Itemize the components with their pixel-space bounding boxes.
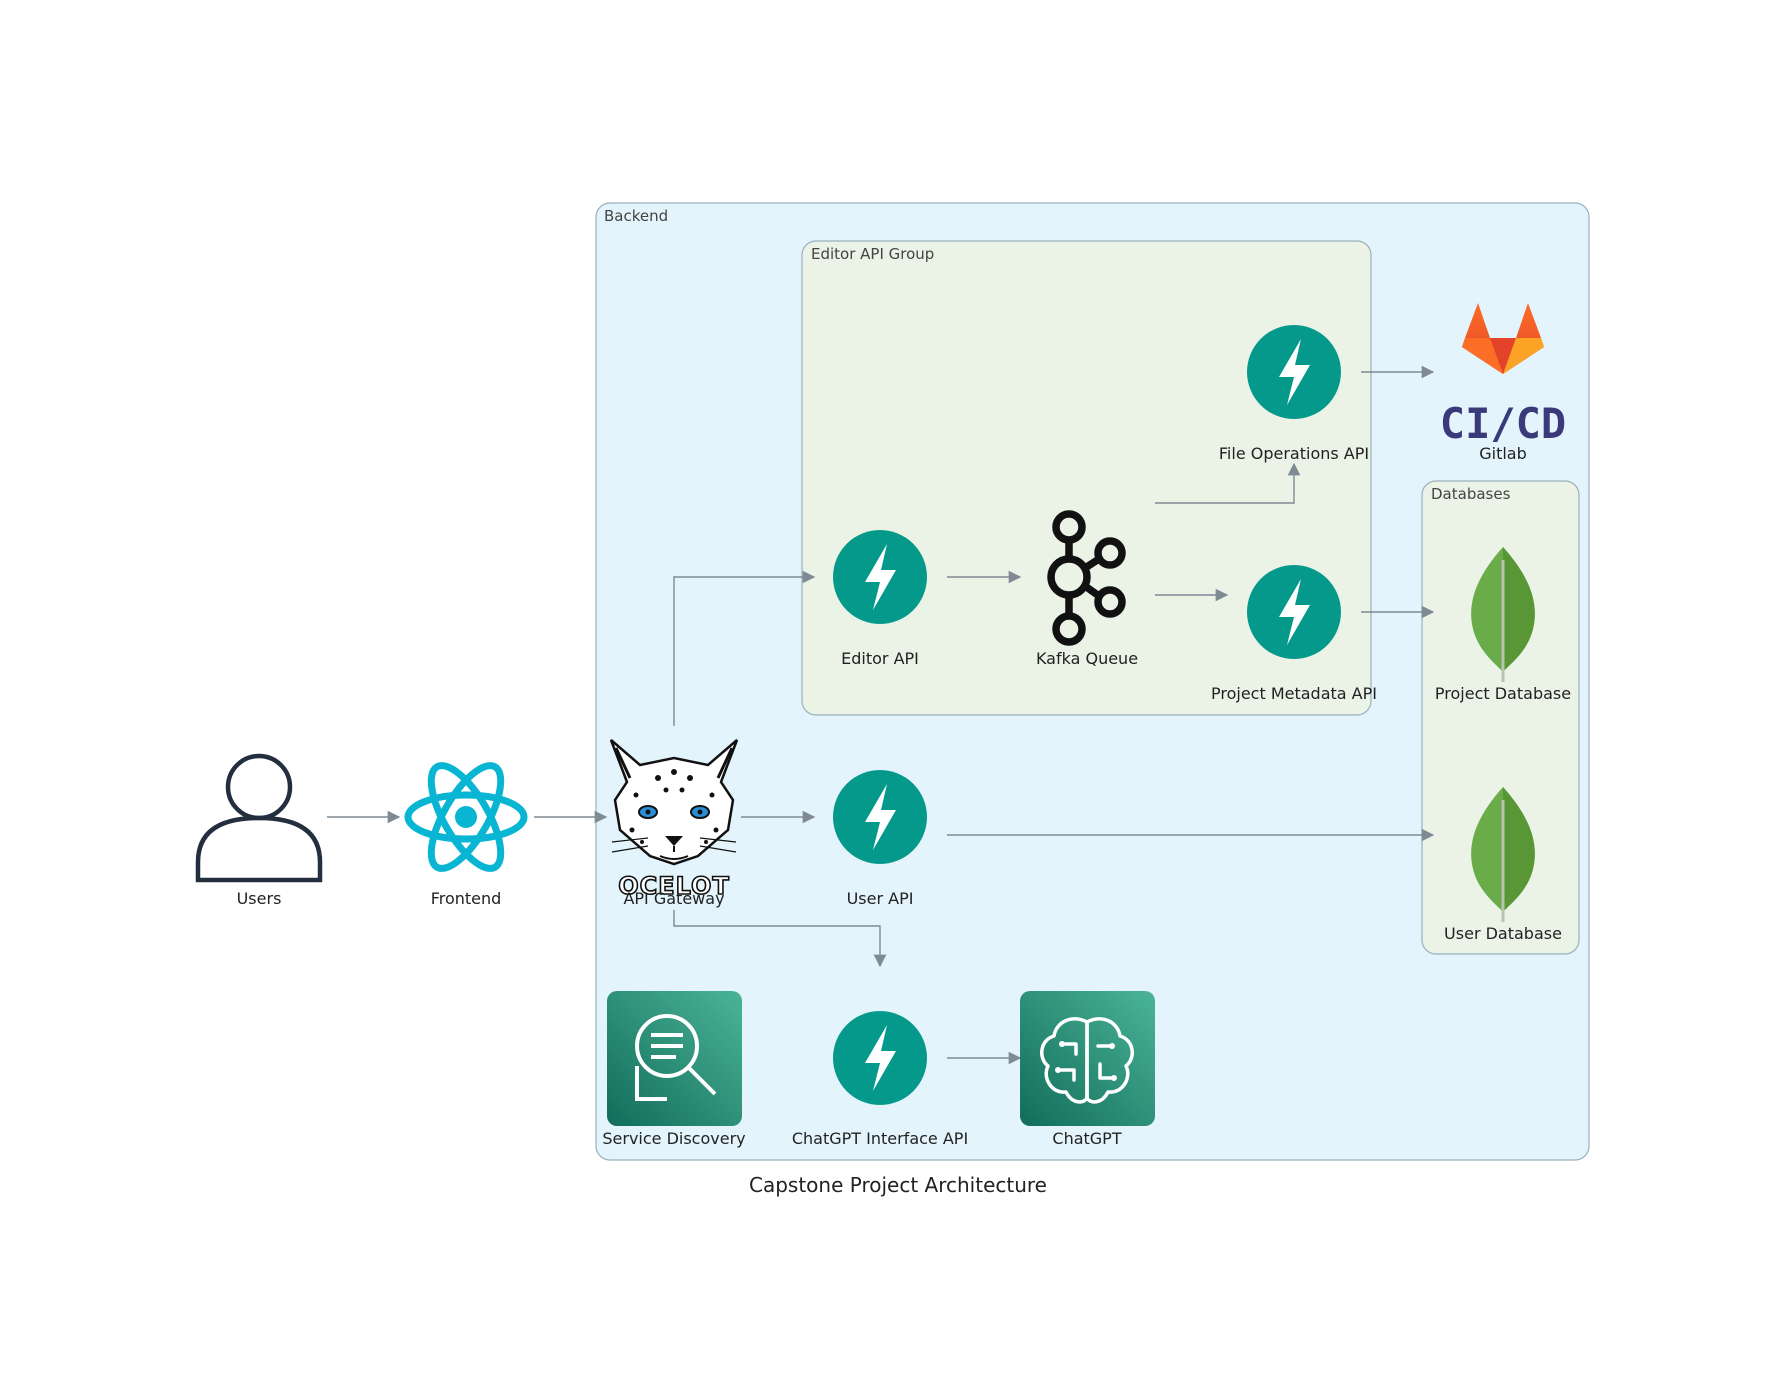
node-user-api-label: User API	[847, 889, 914, 908]
node-chatgpt-interface-api: ChatGPT Interface API	[792, 1011, 968, 1148]
node-project-metadata-api: Project Metadata API	[1211, 565, 1377, 703]
ocelot-icon	[609, 739, 739, 866]
node-editor-api-label: Editor API	[841, 649, 919, 668]
react-icon	[404, 762, 528, 872]
node-users: Users	[195, 753, 323, 908]
cluster-databases-label: Databases	[1431, 485, 1511, 503]
fastapi-icon	[833, 530, 927, 624]
node-gateway: OCELOT API Gateway	[609, 739, 739, 908]
node-project-metadata-api-label: Project Metadata API	[1211, 684, 1377, 703]
node-frontend-label: Frontend	[431, 889, 502, 908]
node-gitlab-label: Gitlab	[1479, 444, 1527, 463]
node-kafka-queue: Kafka Queue	[1036, 510, 1138, 668]
diagram-title: Capstone Project Architecture	[749, 1173, 1047, 1197]
edge-kafka-file-ops	[1155, 462, 1301, 504]
cluster-editor-api-group-label: Editor API Group	[811, 245, 934, 263]
cluster-editor-api-group-box	[801, 240, 1372, 716]
node-service-discovery-label: Service Discovery	[602, 1129, 745, 1148]
edge-gateway-editor-api	[673, 570, 816, 726]
node-user-database-label: User Database	[1444, 924, 1562, 943]
node-frontend: Frontend	[404, 762, 528, 908]
node-chatgpt: ChatGPT	[1020, 991, 1155, 1148]
node-user-api: User API	[833, 770, 927, 908]
node-chatgpt-interface-api-label: ChatGPT Interface API	[792, 1129, 968, 1148]
cicd-logo-text: CI/CD	[1440, 399, 1566, 448]
edges	[327, 365, 1435, 1065]
node-chatgpt-label: ChatGPT	[1052, 1129, 1121, 1148]
node-service-discovery: Service Discovery	[602, 991, 746, 1148]
node-user-database: User Database	[1444, 787, 1562, 943]
node-file-operations-api-label: File Operations API	[1219, 444, 1369, 463]
ocelot-logo-text: OCELOT	[618, 872, 730, 900]
user-icon	[195, 753, 323, 883]
kafka-icon	[1047, 510, 1126, 646]
mongodb-icon	[1471, 547, 1535, 682]
node-project-database: Project Database	[1435, 547, 1571, 703]
cluster-databases: Databases	[1421, 480, 1580, 955]
node-file-operations-api: File Operations API	[1219, 325, 1369, 463]
service-discovery-icon	[607, 991, 742, 1126]
fastapi-icon	[833, 770, 927, 864]
gitlab-cicd-icon: CI/CD	[1440, 303, 1566, 448]
cluster-databases-box	[1421, 480, 1580, 955]
node-users-label: Users	[237, 889, 282, 908]
node-project-database-label: Project Database	[1435, 684, 1571, 703]
cluster-backend-label: Backend	[604, 207, 668, 225]
node-editor-api: Editor API	[833, 530, 927, 668]
node-gateway-label: API Gateway	[623, 889, 724, 908]
cluster-editor-api-group: Editor API Group	[801, 240, 1372, 716]
node-kafka-queue-label: Kafka Queue	[1036, 649, 1138, 668]
fastapi-icon	[1247, 325, 1341, 419]
edge-gateway-chatgpt-api	[673, 910, 887, 968]
brain-circuit-icon	[1020, 991, 1155, 1126]
node-gitlab: CI/CD Gitlab	[1440, 303, 1566, 463]
mongodb-icon	[1471, 787, 1535, 922]
fastapi-icon	[833, 1011, 927, 1105]
fastapi-icon	[1247, 565, 1341, 659]
